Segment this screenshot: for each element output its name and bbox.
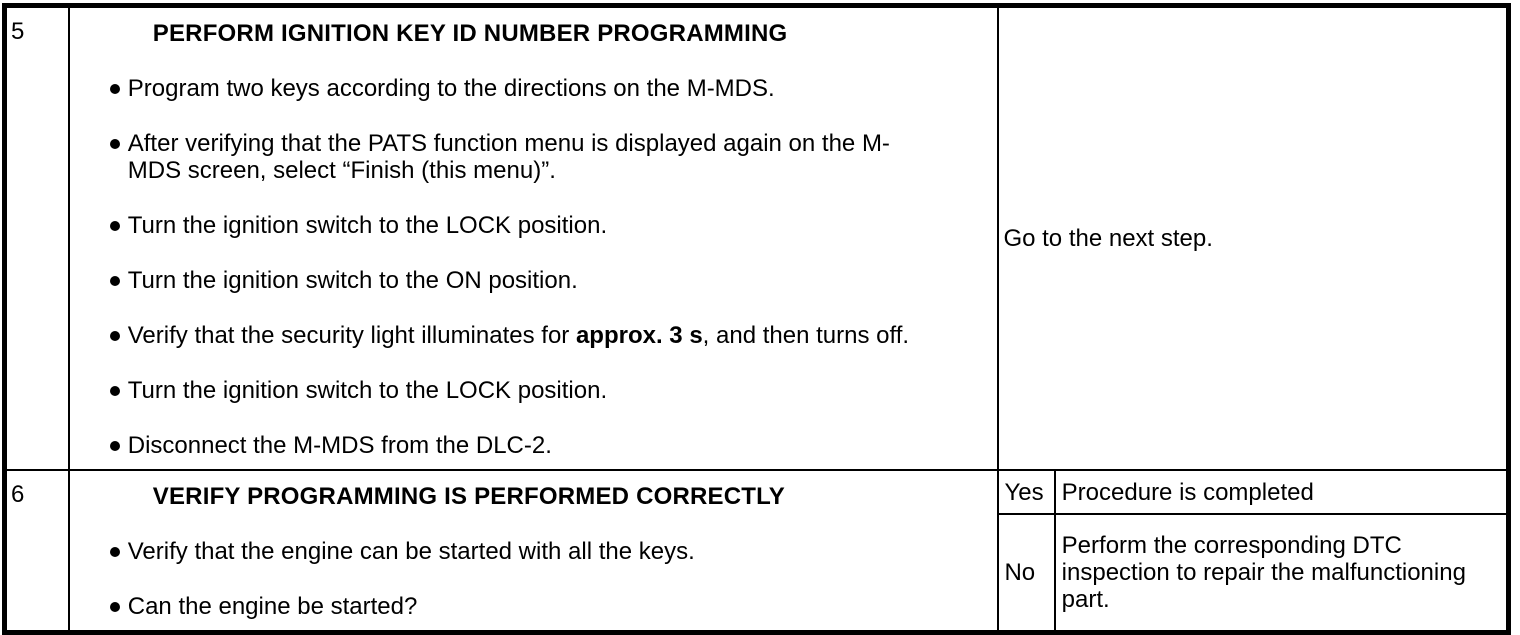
bullet-dot-icon (109, 139, 120, 149)
bullet-text-post: , and then turns off. (702, 322, 910, 349)
step-5-action-cell: Go to the next step. (997, 4, 1510, 471)
bullet-dot-icon (109, 386, 120, 396)
bullet-item: Turn the ignition switch to the LOCK pos… (109, 377, 998, 404)
procedure-title: PERFORM IGNITION KEY ID NUMBER PROGRAMMI… (152, 20, 788, 47)
bullet-item: After verifying that the PATS function m… (109, 130, 998, 184)
bullet-dot-icon (109, 547, 120, 557)
bullet-text-pre: Verify that the security light illuminat… (127, 322, 576, 349)
bullet-item: Disconnect the M-MDS from the DLC-2. (109, 432, 998, 459)
bullet-text: After verifying that the PATS function m… (127, 130, 890, 184)
bullet-text-bold: approx. 3 s (575, 322, 703, 349)
bullet-item: Can the engine be started? (109, 593, 998, 620)
bullet-text: Can the engine be started? (127, 593, 418, 620)
bullet-item: Turn the ignition switch to the LOCK pos… (109, 212, 998, 239)
outcome-answer-yes: Yes (997, 469, 1056, 515)
bullet-item: Verify that the engine can be started wi… (109, 538, 998, 565)
bullet-dot-icon (109, 276, 120, 286)
outcome-action-no: Perform the corresponding DTC inspection… (1053, 513, 1510, 634)
bullet-item: Program two keys according to the direct… (109, 75, 998, 102)
step-number-cell: 5 (3, 4, 70, 471)
bullet-dot-icon (109, 441, 120, 451)
bullet-text: Verify that the engine can be started wi… (127, 538, 695, 565)
bullet-dot-icon (109, 84, 120, 94)
step-number: 5 (11, 18, 25, 45)
step-number-cell: 6 (3, 469, 70, 634)
action-text: Go to the next step. (1003, 225, 1213, 252)
bullet-text: Disconnect the M-MDS from the DLC-2. (127, 432, 552, 459)
manual-page: 5 PERFORM IGNITION KEY ID NUMBER PROGRAM… (2, 3, 1511, 635)
step-6-description-cell: VERIFY PROGRAMMING IS PERFORMED CORRECTL… (67, 469, 1000, 634)
outcome-action-yes: Procedure is completed (1053, 469, 1510, 515)
step-6-row: 6 VERIFY PROGRAMMING IS PERFORMED CORREC… (3, 469, 1510, 634)
step-5-row: 5 PERFORM IGNITION KEY ID NUMBER PROGRAM… (3, 4, 1510, 471)
bullet-item: Verify that the security light illuminat… (109, 322, 998, 349)
step-6-no-row: No Perform the corresponding DTC inspect… (5, 513, 1510, 634)
step-5-description-cell: PERFORM IGNITION KEY ID NUMBER PROGRAMMI… (67, 4, 1000, 471)
bullet-text: Program two keys according to the direct… (127, 75, 775, 102)
bullet-text: Verify that the security light illuminat… (128, 322, 909, 349)
outcome-answer-no: No (997, 513, 1056, 634)
bullet-text: Turn the ignition switch to the LOCK pos… (127, 377, 608, 404)
procedure-title: VERIFY PROGRAMMING IS PERFORMED CORRECTL… (152, 483, 786, 510)
bullet-dot-icon (109, 602, 120, 612)
bullet-dot-icon (109, 221, 120, 231)
procedure-table: 5 PERFORM IGNITION KEY ID NUMBER PROGRAM… (2, 3, 1511, 635)
bullet-text: Turn the ignition switch to the LOCK pos… (127, 212, 608, 239)
step-number: 6 (11, 481, 25, 508)
bullet-dot-icon (109, 331, 120, 341)
bullet-text: Turn the ignition switch to the ON posit… (127, 267, 578, 294)
bullet-item: Turn the ignition switch to the ON posit… (109, 267, 998, 294)
